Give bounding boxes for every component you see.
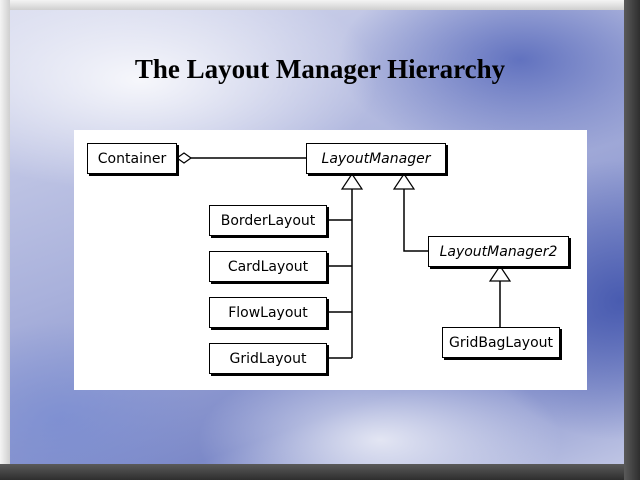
uml-connectors	[175, 152, 512, 359]
class-box-grid-bag-layout: GridBagLayout	[442, 327, 560, 358]
inheritance-arrow-icon	[488, 264, 512, 282]
slide-frame-left	[0, 0, 10, 480]
class-box-card-layout: CardLayout	[209, 251, 327, 282]
slide-frame-top	[0, 0, 640, 10]
inheritance-arrow-icon	[340, 172, 364, 190]
class-box-grid-layout: GridLayout	[209, 343, 327, 374]
class-box-flow-layout: FlowLayout	[209, 297, 327, 328]
class-box-container: Container	[87, 143, 177, 174]
slide-frame-right	[624, 0, 640, 480]
aggregation-diamond-icon	[175, 152, 193, 164]
class-box-layout-manager2: LayoutManager2	[428, 236, 569, 267]
layout-manager2-connector	[403, 189, 428, 252]
inheritance-arrow-icon	[392, 172, 416, 190]
class-box-layout-manager: LayoutManager	[306, 143, 446, 174]
uml-diagram-panel: Container LayoutManager BorderLayout Car…	[74, 130, 587, 390]
slide-title: The Layout Manager Hierarchy	[134, 54, 506, 84]
slide-frame-bottom	[0, 464, 640, 480]
class-box-border-layout: BorderLayout	[209, 205, 327, 236]
